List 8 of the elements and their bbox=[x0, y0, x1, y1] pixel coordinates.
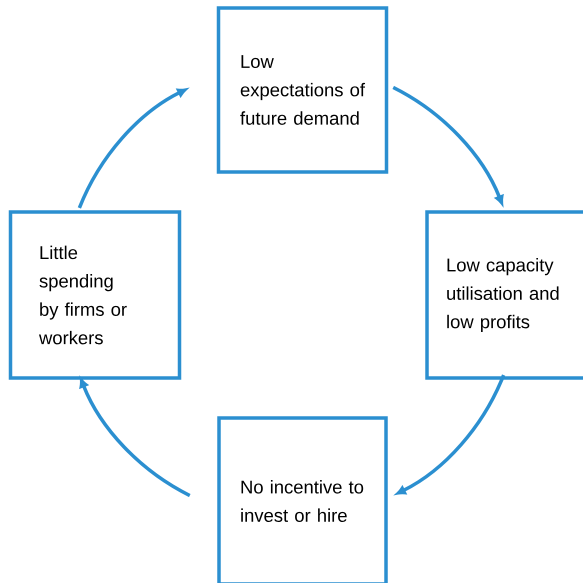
arrow bbox=[392, 86, 504, 205]
arrow bbox=[396, 374, 506, 495]
arrow bbox=[78, 88, 187, 209]
arrow bbox=[80, 378, 191, 498]
cycle-box: Low capacity utilisation and low profits bbox=[425, 210, 583, 380]
cycle-box: No incentive to invest or hire bbox=[217, 416, 388, 583]
cycle-box: Little spending by firms or workers bbox=[8, 210, 182, 380]
cycle-box: Low expectations of future demand bbox=[216, 6, 388, 174]
